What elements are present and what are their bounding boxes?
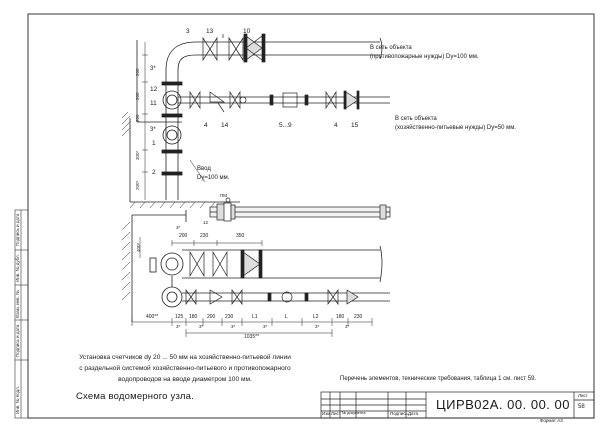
install-note-line2: с раздельной системой хозяйственно-питье… — [79, 365, 291, 372]
inlet-line1: Ввод — [197, 166, 211, 172]
star-label-5: 3* — [263, 324, 268, 329]
margin-label-sign-date-2: Подпись и дата — [15, 324, 20, 357]
upper-wall — [121, 40, 240, 209]
upper-side-dims — [142, 42, 206, 200]
bottom-dim-l1: L1 — [252, 314, 258, 320]
side-dim-200-b: 200 — [135, 92, 140, 100]
bottom-dim-230-b: 230 — [354, 314, 363, 320]
meter-mark-12: 12 — [203, 220, 209, 225]
lower-wall — [121, 210, 187, 322]
bottom-dim-400: 400** — [146, 314, 159, 320]
domestic-outlet-line1: В сеть объекта — [395, 116, 437, 122]
side-dim-300-star: 300* — [135, 150, 140, 160]
stamp-header-doc: № документа — [342, 411, 366, 415]
install-note-line3: водопроводов на вводе диаметром 100 мм. — [118, 376, 252, 383]
star-label-2: 3* — [176, 324, 181, 329]
stamp-header-date: Дата — [408, 411, 418, 416]
callout-4-b: 4 — [334, 122, 338, 129]
install-note-line1: Установка счетчиков dy 20 ... 50 мм на х… — [79, 354, 291, 361]
callout-15: 15 — [351, 122, 359, 129]
side-dim-200-star: 200* — [135, 180, 140, 190]
meter-mark-pm: ПМ — [220, 193, 227, 198]
callout-3-star-b: 3* — [150, 127, 156, 133]
callout-1: 1 — [152, 140, 156, 147]
margin-label-inv-dubl: Инв. № дубл. — [15, 254, 20, 282]
drawing-title: Схема водомерного узла. — [76, 391, 194, 402]
side-dim-200-a: 200 — [135, 68, 140, 76]
star-label-1: 3* — [176, 225, 181, 230]
title-block — [320, 391, 595, 419]
lower-top-dim-230: 230 — [200, 233, 209, 239]
stamp-header-list: Лист — [331, 411, 341, 416]
lower-top-dim-200: 200 — [179, 233, 188, 239]
star-label-4: 3* — [231, 324, 236, 329]
lower-side-dim: 400* — [136, 242, 141, 252]
spec-note: Перечень элементов, технические требован… — [340, 376, 537, 382]
upper-mid-valves — [189, 90, 360, 113]
upper-top-valves — [202, 33, 266, 63]
margin-label-sign-date-1: Подпись и дата — [15, 213, 20, 246]
callout-10: 10 — [243, 28, 251, 35]
sheet-label: Лист — [578, 393, 588, 398]
lower-meter-body — [209, 197, 391, 222]
fire-outlet-line1: В сеть объекта — [370, 45, 412, 51]
lower-top-dim-350: 350 — [236, 233, 245, 239]
margin-label-vzam: Взам. инв. № — [15, 290, 20, 318]
bottom-dim-230: 230 — [225, 314, 234, 320]
margin-label-inv-podl: Инв. № подл. — [15, 385, 20, 414]
lower-pipework — [149, 245, 390, 308]
domestic-outlet-line2: (хозяйственно-питьевые нужды) Dy=50 мм. — [395, 125, 517, 131]
callout-14: 14 — [221, 122, 229, 129]
callout-12: 12 — [150, 86, 158, 93]
inlet-line2: Dy=100 мм. — [197, 175, 230, 181]
bottom-dim-l2: L2 — [313, 314, 319, 320]
stamp-header-izm: Изм — [322, 411, 331, 416]
callout-13: 13 — [206, 28, 214, 35]
bottom-dim-125: 125 — [175, 314, 184, 320]
stamp-header-sign: Подпись — [390, 411, 408, 416]
callout-2: 2 — [152, 169, 156, 176]
star-label-3: 3* — [199, 324, 204, 329]
fire-outlet-line2: (противопожарные нужды) Dy=100 мм. — [370, 54, 479, 60]
bottom-dim-180-b: 180 — [336, 314, 345, 320]
callout-11: 11 — [150, 100, 157, 107]
upper-pipework — [161, 37, 390, 200]
sheet-format: Формат А3 — [540, 418, 563, 423]
bottom-dim-200: 200 — [207, 314, 216, 320]
callout-4-a: 4 — [204, 122, 208, 129]
binding-strip — [14, 209, 29, 419]
star-label-7: 3* — [345, 324, 350, 329]
lower-dim-lines — [131, 237, 373, 337]
total-dim: 1035** — [244, 334, 260, 340]
bottom-dim-180: 180 — [189, 314, 198, 320]
callout-5-9: 5...9 — [279, 122, 292, 129]
callout-3-top: 3 — [186, 28, 190, 35]
star-label-6: 3* — [315, 324, 320, 329]
callout-3-star-a: 3* — [150, 66, 156, 72]
lower-valves — [185, 249, 359, 306]
bottom-dim-l: L — [285, 314, 288, 320]
document-code: ЦИРВ02А. 00. 00. 00 — [436, 397, 570, 412]
side-dim-200-c: 200 — [135, 114, 140, 122]
sheet-number: 58 — [578, 404, 585, 410]
